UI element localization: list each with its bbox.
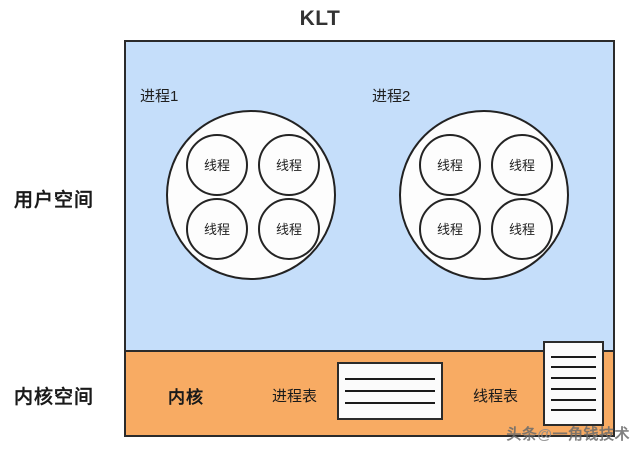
thread-circle: 线程 [419,198,481,260]
table-rule-line [551,409,596,412]
watermark-prefix: 头条 [506,426,538,443]
table-rule-line [345,402,435,404]
kernel-label: 内核 [168,388,204,407]
thread-circle: 线程 [258,134,320,196]
diagram-title: KLT [299,7,341,30]
table-rule-line [551,366,596,369]
watermark: 头条@一角钱技术 [506,423,630,444]
table-rule-line [551,355,596,358]
table-rule-line [551,398,596,401]
process-2-label: 进程2 [372,88,411,105]
watermark-account: 一角钱技术 [552,426,630,443]
process-1-circle: 线程 线程 线程 线程 [166,110,336,280]
user-space-label: 用户空间 [14,190,95,211]
thread-circle: 线程 [491,198,553,260]
thread-table-box [543,341,604,426]
thread-circle: 线程 [419,134,481,196]
process-2-circle: 线程 线程 线程 线程 [399,110,569,280]
thread-circle: 线程 [258,198,320,260]
thread-table-label: 线程表 [473,388,519,405]
thread-table-rows [545,343,602,424]
kernel-space-label: 内核空间 [14,387,95,408]
thread-circle: 线程 [186,134,248,196]
process-table-label: 进程表 [272,388,318,405]
table-rule-line [551,387,596,390]
process-table-box [337,362,443,420]
process-1-label: 进程1 [140,88,179,105]
thread-circle: 线程 [186,198,248,260]
table-rule-line [345,390,435,392]
table-rule-line [551,377,596,380]
thread-circle: 线程 [491,134,553,196]
watermark-at: @ [537,426,553,443]
table-rule-line [345,378,435,380]
process-table-rows [339,364,441,418]
